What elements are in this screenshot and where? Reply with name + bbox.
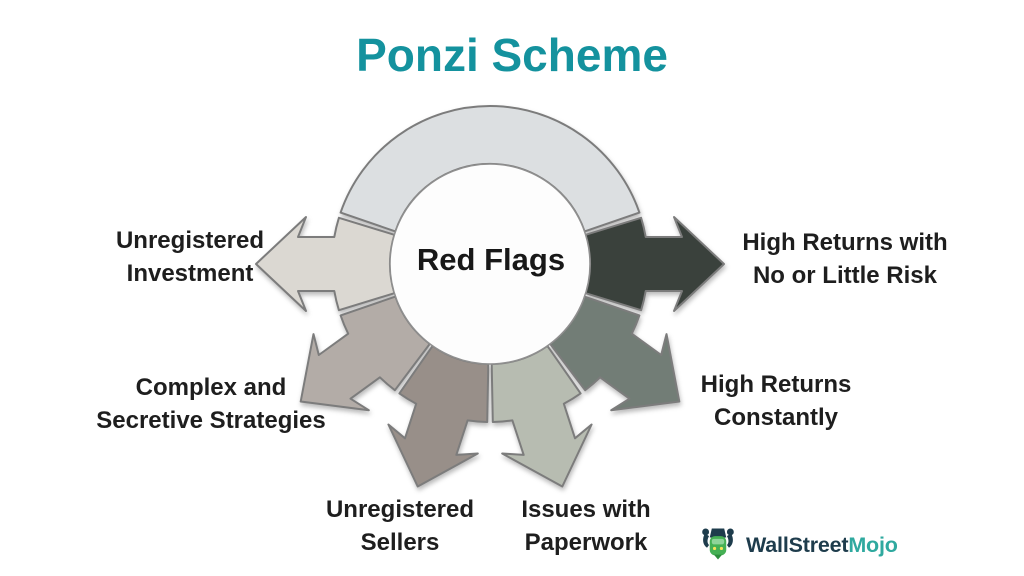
- ring-arrow-segment-1: [584, 216, 725, 312]
- label-issues-with-paperwork: Issues with Paperwork: [521, 495, 651, 556]
- ring-segments: [255, 105, 725, 488]
- label-unregistered-sellers: Unregistered Sellers: [325, 495, 475, 556]
- ring-arrow-segment-0: [255, 216, 396, 312]
- center-label: Red Flags: [417, 242, 565, 277]
- wallstreetmojo-bull-icon: [702, 528, 734, 560]
- label-high-returns-constantly: High Returns Constantly: [700, 370, 852, 431]
- label-unregistered-investment: Unregistered Investment: [115, 226, 265, 287]
- logo-wordmark: WallStreetMojo: [746, 532, 898, 557]
- label-complex-secretive-strategies: Complex and Secretive Strategies: [96, 373, 326, 434]
- center-circle: [389, 163, 591, 365]
- wallstreetmojo-logo: WallStreetMojo: [696, 520, 898, 570]
- label-high-returns-no-risk: High Returns with No or Little Risk: [742, 228, 948, 289]
- page-title: Ponzi Scheme: [356, 29, 668, 81]
